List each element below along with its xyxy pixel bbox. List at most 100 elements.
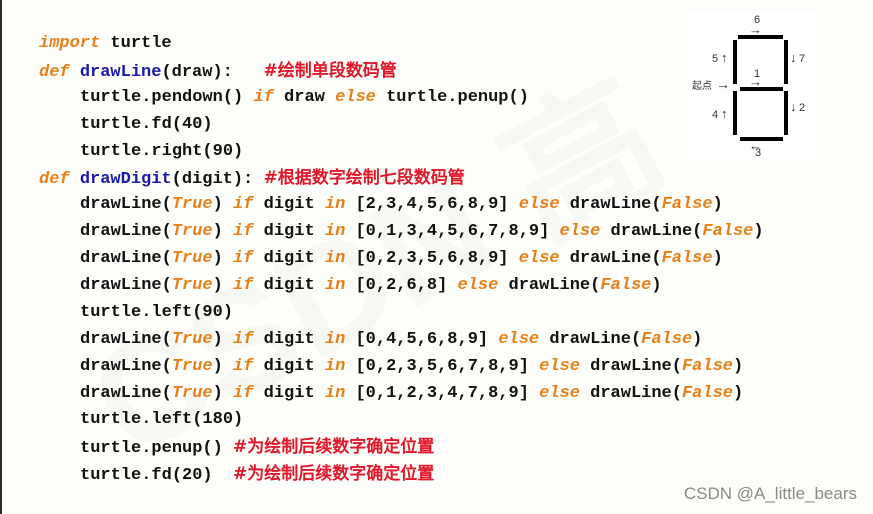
boolean-token: False [600,276,652,296]
label-seg3: 3 [755,147,762,159]
code-text-token: turtle [100,34,172,53]
code-text-token: drawLine( [579,383,682,403]
code-text-token: ) [692,329,703,349]
segment-3 [740,137,783,141]
keyword-token: if [253,87,274,107]
keyword-token: if [233,329,254,349]
arrow-down-icon: ↓ [790,50,797,65]
code-text-token: digit [253,222,325,242]
code-text-token: ) [212,195,234,215]
code-text-token: drawLine( [559,249,662,269]
code-line: turtle.fd(40) [39,112,764,139]
code-text-token: drawLine( [600,222,703,242]
segment-5 [733,40,737,84]
keyword-token: in [324,195,346,215]
code-text-token: drawLine( [80,356,172,376]
code-text-token: [0,2,6,8] [345,276,458,296]
code-text-token: drawLine( [539,329,642,349]
label-start: 起点 [692,81,712,92]
start-arrow-icon: → [716,76,730,92]
code-text-token: ) [712,195,723,215]
code-text-token: turtle.penup() [375,87,529,107]
code-text-token: ) [712,249,723,269]
code-line: drawLine(True) if digit in [2,3,4,5,6,8,… [39,192,764,219]
code-text-token: ) [212,222,234,242]
code-text-token: digit [253,356,325,376]
code-line: drawLine(True) if digit in [0,4,5,6,8,9]… [39,327,764,354]
keyword-token: in [324,276,346,296]
keyword-token: else [457,276,499,296]
code-line: drawLine(True) if digit in [0,1,3,4,5,6,… [39,219,764,246]
code-text-token: digit [253,383,325,403]
segment-1 [740,87,783,91]
code-line: drawLine(True) if digit in [0,1,2,3,4,7,… [39,381,764,408]
code-text-token: turtle.pendown() [80,87,254,107]
boolean-token: False [641,329,693,349]
segment-6 [738,35,783,39]
code-text-token: turtle.penup() [80,439,234,459]
label-seg2: 2 [799,102,806,114]
code-text-token: ) [212,356,234,376]
arrow-down-icon: ↓ [790,99,797,114]
code-text-token: [0,4,5,6,8,9] [345,329,499,349]
boolean-token: True [171,356,213,376]
code-line: turtle.pendown() if draw else turtle.pen… [39,85,764,112]
code-text-token: [0,1,3,4,5,6,7,8,9] [345,222,560,242]
code-text-token: (digit): [171,170,264,190]
code-text-token: turtle.left(180) [80,410,244,430]
keyword-token: import [39,34,101,53]
code-line: turtle.left(180) [39,407,764,434]
code-text-token: ) [651,276,662,296]
boolean-token: True [171,222,213,242]
seven-segment-diagram: 6 → 5 ↑ ↓ 7 1 → 起点 → 4 ↑ ↓ 2 ← 3 [686,12,818,159]
code-text-token: ) [212,276,234,296]
function-name-token: drawDigit [79,170,172,190]
code-text-token: ) [732,356,744,376]
code-text-token: turtle.left(90) [80,302,234,322]
code-text-token: [0,1,2,3,4,7,8,9] [345,383,540,403]
code-text-token: (draw): [161,62,264,82]
code-text-token: drawLine( [80,329,172,349]
comment-token: #根据数字绘制七段数码管 [263,168,465,189]
code-text-token: digit [253,195,325,215]
code-text-token: drawLine( [80,195,172,215]
code-text-token: drawLine( [80,276,172,296]
code-line: import turtle [39,31,764,58]
arrow-right-icon: → [749,22,762,37]
keyword-token: if [233,195,254,215]
boolean-token: False [661,249,713,269]
code-text-token: turtle.right(90) [80,141,244,161]
arrow-up-icon: ↑ [721,106,728,121]
code-text-token: ) [212,329,234,349]
code-text-token: digit [253,329,325,349]
code-line: turtle.fd(20) #为绘制后续数字确定位置 [39,461,764,488]
code-text-token: drawLine( [559,195,662,215]
label-seg1: 1 [754,68,761,80]
function-name-token: drawLine [79,62,162,82]
code-line: def drawDigit(digit): #根据数字绘制七段数码管 [39,165,764,192]
code-line: turtle.left(90) [39,300,764,327]
comment-token: #为绘制后续数字确定位置 [233,464,435,485]
boolean-token: False [702,222,754,242]
code-line: def drawLine(draw): #绘制单段数码管 [39,58,764,85]
keyword-token: in [324,383,346,403]
code-line: turtle.right(90) [39,139,764,166]
keyword-token: else [335,87,376,107]
label-seg4: 4 [712,109,719,121]
code-text-token: drawLine( [80,222,172,242]
code-text-token: [0,2,3,5,6,8,9] [345,249,519,269]
code-text-token: draw [273,87,336,107]
keyword-token: in [324,329,346,349]
boolean-token: True [171,383,213,403]
keyword-token: def [39,170,70,190]
boolean-token: False [681,383,733,403]
keyword-token: else [518,195,560,215]
keyword-token: if [233,249,254,269]
code-text-token: digit [253,276,325,296]
label-seg7: 7 [799,53,806,65]
keyword-token: else [518,249,560,269]
code-text-token: digit [253,249,325,269]
label-seg5: 5 [712,53,719,65]
